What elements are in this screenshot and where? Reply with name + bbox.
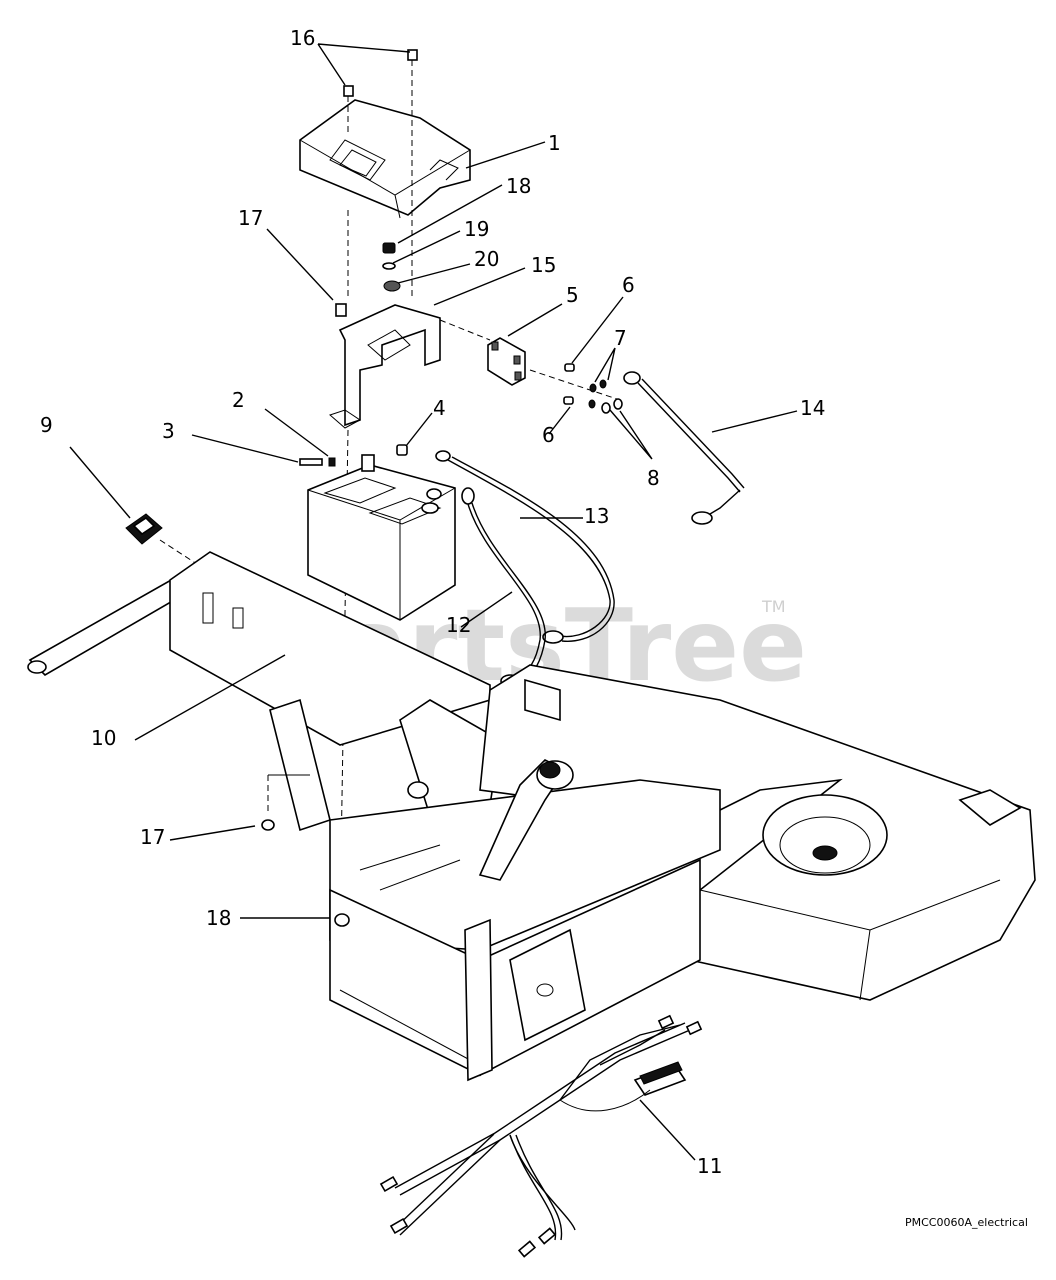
callout-20: 20 (474, 247, 499, 271)
cable-14 (623, 371, 745, 525)
callout-7: 7 (614, 326, 627, 350)
cable-13 (435, 450, 615, 644)
watermark-trademark: TM (761, 597, 786, 616)
callout-1: 1 (548, 131, 561, 155)
callout-5: 5 (566, 283, 579, 307)
callout-18-bottom: 18 (206, 906, 231, 930)
callout-3: 3 (162, 419, 175, 443)
callout-8: 8 (647, 466, 660, 490)
callout-6-top: 6 (622, 273, 635, 297)
washers-7 (589, 379, 607, 393)
nut-4 (396, 444, 408, 456)
wire-harness (379, 1014, 703, 1258)
callout-17-bottom: 17 (140, 825, 165, 849)
battery (307, 454, 456, 621)
nut-18-lower (334, 913, 350, 927)
nut-6-a (564, 363, 575, 372)
callout-2: 2 (232, 388, 245, 412)
bolt-3 (299, 458, 323, 466)
callout-18-top: 18 (506, 174, 531, 198)
callout-9: 9 (40, 413, 53, 437)
washers-8 (588, 398, 623, 414)
nut-18-top (382, 242, 396, 254)
callout-10: 10 (91, 726, 116, 750)
callout-14: 14 (800, 396, 825, 420)
washer-2 (328, 457, 336, 467)
callout-16: 16 (290, 26, 315, 50)
callout-13: 13 (584, 504, 609, 528)
battery-cover (299, 99, 471, 219)
screw-17-upper (335, 303, 347, 317)
diagram-caption: PMCC0060A_electrical (905, 1216, 1028, 1229)
callout-19: 19 (464, 217, 489, 241)
washer-19 (382, 262, 396, 270)
battery-bracket (329, 304, 441, 429)
leader-lines (69, 43, 798, 1161)
screw-17-lower (261, 819, 275, 831)
nut-6-b (563, 396, 574, 405)
mower-frame (27, 551, 1036, 1082)
solenoid (487, 337, 526, 386)
switch-9 (125, 513, 163, 545)
washer-20 (383, 280, 401, 292)
callout-11: 11 (697, 1154, 722, 1178)
screw-16-a (343, 85, 354, 97)
callout-17-top: 17 (238, 206, 263, 230)
callout-6-bottom: 6 (542, 423, 555, 447)
callout-12: 12 (446, 613, 471, 637)
callout-4: 4 (433, 396, 446, 420)
callout-15: 15 (531, 253, 556, 277)
